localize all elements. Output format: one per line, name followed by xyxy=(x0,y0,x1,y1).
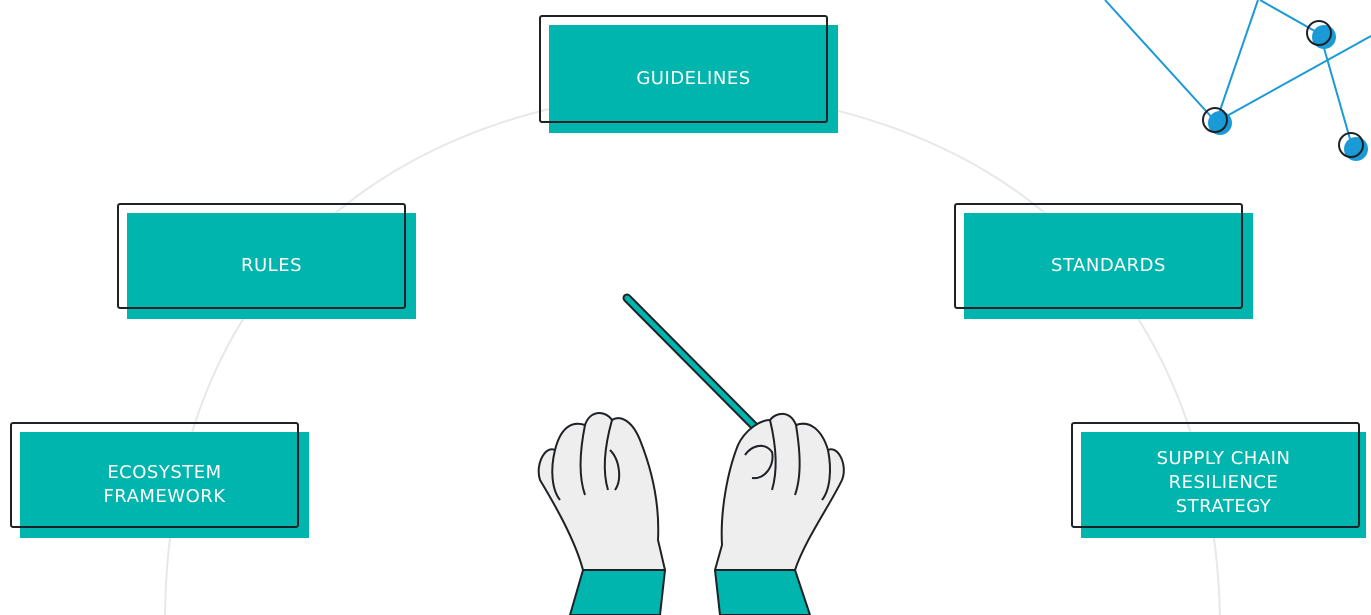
card-ecosystem-label: ECOSYSTEM FRAMEWORK xyxy=(103,461,226,507)
card-rules: RULES xyxy=(117,203,416,319)
card-ecosystem-fill xyxy=(20,432,309,538)
network-nodes-icon xyxy=(1104,0,1371,161)
card-guidelines-fill xyxy=(549,25,838,133)
card-guidelines: GUIDELINES xyxy=(539,15,838,133)
card-standards-label: STANDARDS xyxy=(1051,254,1166,276)
card-ecosystem-outline xyxy=(10,422,299,528)
conductor-hands-icon xyxy=(537,412,845,615)
card-rules-fill xyxy=(127,213,416,319)
card-supply-chain-outline xyxy=(1071,422,1360,528)
card-rules-outline xyxy=(117,203,406,309)
card-standards-outline xyxy=(954,203,1243,309)
card-rules-label: RULES xyxy=(240,254,302,276)
card-guidelines-outline xyxy=(539,15,828,123)
orbit-arc xyxy=(164,88,1221,615)
card-guidelines-label: GUIDELINES xyxy=(636,67,751,89)
card-supply-chain-resilience-strategy: SUPPLY CHAIN RESILIENCE STRATEGY xyxy=(1071,422,1366,538)
card-standards: STANDARDS xyxy=(954,203,1253,319)
card-standards-fill xyxy=(964,213,1253,319)
card-ecosystem-framework: ECOSYSTEM FRAMEWORK xyxy=(10,422,309,538)
card-supply-chain-label: SUPPLY CHAIN RESILIENCE STRATEGY xyxy=(1156,447,1291,518)
baton-icon xyxy=(622,293,773,445)
card-supply-chain-fill xyxy=(1081,432,1366,538)
